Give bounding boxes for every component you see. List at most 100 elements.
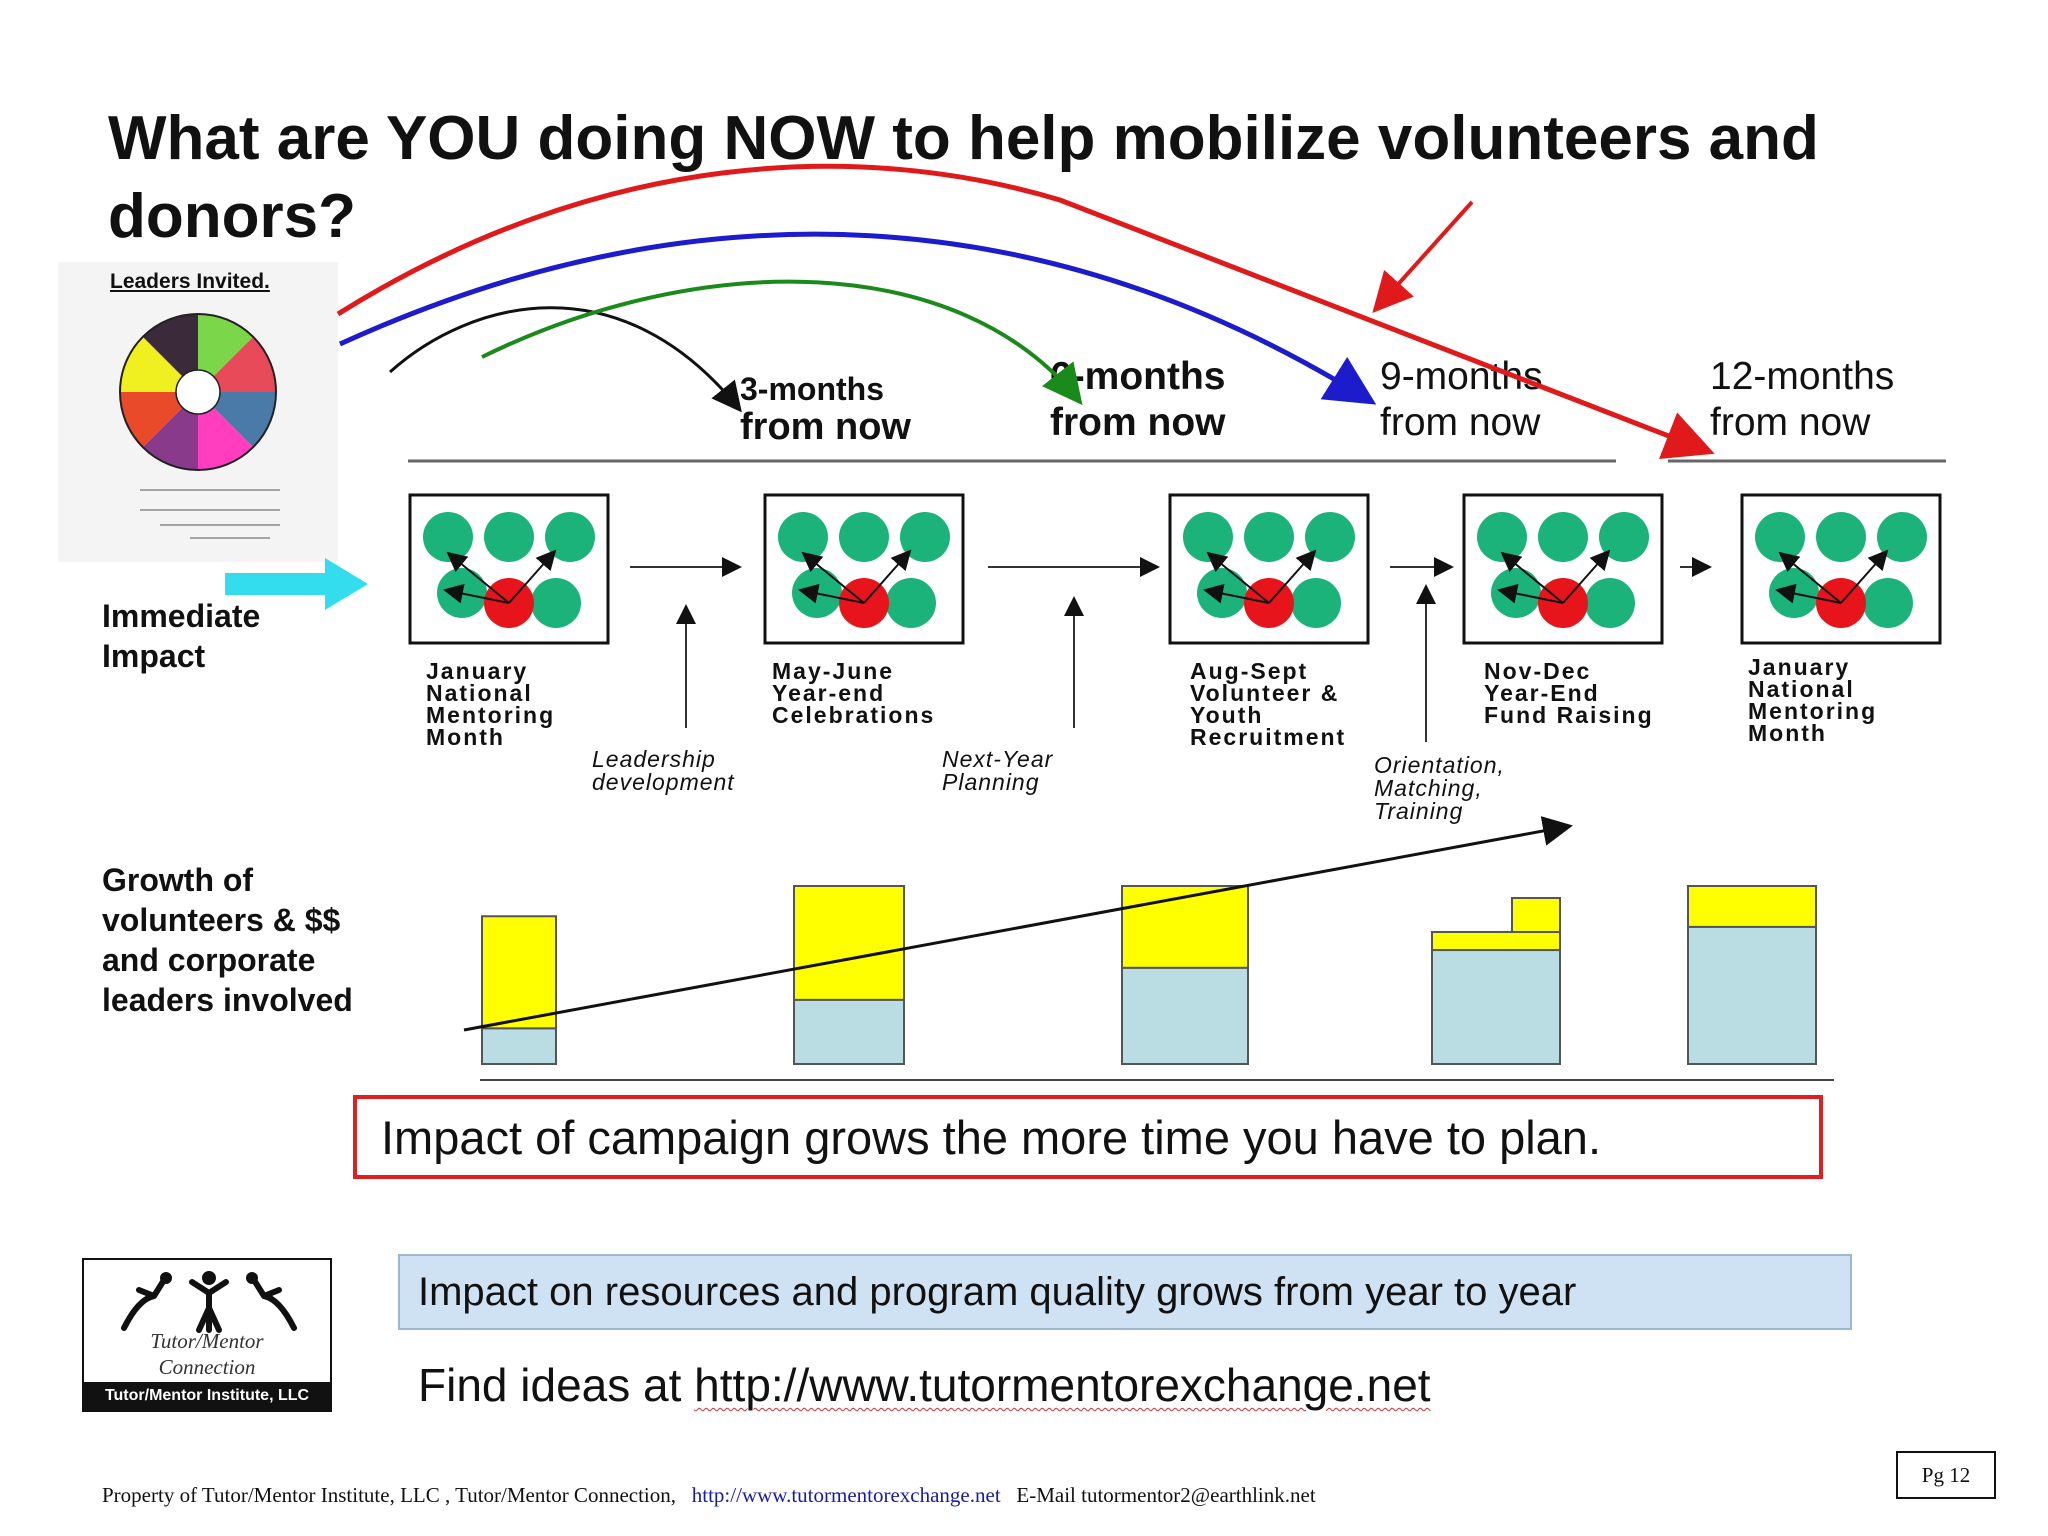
between-line: Matching, (1374, 775, 1483, 801)
node-link-arrow (1268, 549, 1317, 604)
event-line: January (1748, 654, 1851, 680)
node-circle (1477, 512, 1527, 562)
event-line: Fund Raising (1484, 702, 1654, 728)
event-label-january-next: January National Mentoring Month (1748, 654, 1877, 746)
node-circle (423, 512, 473, 562)
campaign-message: Impact of campaign grows the more time y… (353, 1095, 1823, 1179)
node-link-arrow (443, 583, 510, 604)
slide-title: What are YOU doing NOW to help mobilize … (108, 104, 1819, 251)
logo-line: Tutor/Mentor (150, 1329, 264, 1353)
growth-bar-blue (1121, 966, 1249, 1066)
page-number: Pg 12 (1896, 1451, 1996, 1499)
node-circle (484, 512, 534, 562)
event-box (408, 493, 610, 645)
resources-message: Impact on resources and program quality … (398, 1254, 1852, 1330)
find-ideas-line: Find ideas at http://www.tutormentorexch… (418, 1358, 1431, 1412)
event-line: January (426, 658, 529, 684)
node-circle (778, 512, 828, 562)
growth-bar-blue (1431, 949, 1561, 1066)
footer-email: E-Mail tutormentor2@earthlink.net (1016, 1483, 1316, 1507)
logo-text: Tutor/Mentor Connection (84, 1328, 330, 1380)
node-circle (1755, 512, 1805, 562)
event-label-january: January National Mentoring Month (426, 658, 556, 749)
node-link-arrow (1500, 551, 1564, 604)
node-link-arrow (1562, 549, 1611, 604)
event-label-nov-dec: Nov-Dec Year-End Fund Raising (1484, 658, 1654, 728)
node-circle (1585, 578, 1635, 628)
figures-logo-icon (121, 1271, 297, 1333)
node-link-arrow (798, 583, 865, 604)
growth-line: and corporate (102, 942, 316, 978)
node-link-arrow (1775, 583, 1842, 604)
between-line: Next-Year (942, 746, 1054, 772)
event-line: Month (1748, 720, 1827, 746)
event-line: Mentoring (426, 702, 556, 728)
logo-line: Connection (158, 1355, 256, 1379)
growth-bar-yellow (1121, 885, 1249, 969)
leaders-wheel-graphic (119, 313, 280, 539)
cyan-arrow-icon (225, 558, 368, 610)
between-line: development (592, 769, 735, 795)
immediate-impact-line: Impact (102, 638, 206, 674)
footer-text: Property of Tutor/Mentor Institute, LLC … (102, 1483, 677, 1507)
growth-bar-yellow (481, 915, 557, 1030)
header-line: from now (1050, 401, 1226, 444)
growth-bar-yellow (1431, 931, 1561, 952)
node-link-arrow (1206, 551, 1270, 604)
node-circle (886, 578, 936, 628)
find-ideas-link[interactable]: http://www.tutormentorexchange.net (694, 1359, 1431, 1411)
node-link-arrow (508, 549, 557, 604)
node-link-arrow (863, 549, 912, 604)
between-label-planning: Next-Year Planning (942, 748, 1053, 794)
between-line: Orientation, (1374, 752, 1505, 778)
node-circle (1538, 512, 1588, 562)
event-line: Celebrations (772, 702, 936, 728)
tutor-mentor-logo: Tutor/Mentor Connection Tutor/Mentor Ins… (82, 1258, 332, 1412)
diagonal-arrow-red (1372, 200, 1474, 313)
find-ideas-prefix: Find ideas at (418, 1359, 695, 1411)
node-circle (1183, 512, 1233, 562)
event-line: Year-End (1484, 680, 1600, 706)
curve-arrow-green (481, 279, 1083, 406)
event-box (1740, 493, 1942, 645)
immediate-impact-line: Immediate (102, 598, 261, 634)
growth-bar-blue (481, 1027, 557, 1066)
between-label-leadership: Leadership development (592, 748, 735, 794)
event-line: Nov-Dec (1484, 658, 1592, 684)
node-circle (1305, 512, 1355, 562)
growth-label: Growth of volunteers & $$ and corporate … (102, 860, 353, 1020)
footer: Property of Tutor/Mentor Institute, LLC … (102, 1483, 1316, 1508)
event-line: National (1748, 676, 1855, 702)
event-box (1168, 493, 1370, 645)
event-line: Volunteer & (1190, 680, 1340, 706)
growth-bar-yellow (1687, 885, 1817, 928)
curve-arrow-black (388, 306, 742, 413)
logo-footer: Tutor/Mentor Institute, LLC (84, 1382, 330, 1410)
immediate-impact-label: Immediate Impact (102, 596, 260, 676)
growth-bar-yellow-step (1511, 897, 1561, 933)
node-circle (1291, 578, 1341, 628)
event-line: Recruitment (1190, 724, 1347, 750)
header-line: from now (1380, 401, 1541, 444)
curve-arrow-red (336, 163, 1715, 460)
node-link-arrow (1778, 551, 1842, 604)
growth-line: leaders involved (102, 982, 353, 1018)
header-line: from now (1710, 401, 1871, 444)
footer-link[interactable]: http://www.tutormentorexchange.net (691, 1483, 1001, 1507)
node-circle (839, 512, 889, 562)
growth-bar-blue (793, 998, 905, 1065)
curve-arrow-blue (338, 231, 1377, 405)
event-box (763, 493, 965, 645)
growth-trend-arrow (463, 816, 1573, 1032)
node-circle (531, 578, 581, 628)
node-link-arrow (801, 551, 865, 604)
between-line: Planning (942, 769, 1040, 795)
node-circle (900, 512, 950, 562)
event-line: May-June (772, 658, 895, 684)
header-line: 3-months (740, 371, 884, 407)
timeline-header-9-months: 9-months from now (1380, 354, 1543, 446)
timeline-header-3-months: 3-months from now (740, 370, 911, 446)
event-line: Aug-Sept (1190, 658, 1309, 684)
growth-line: volunteers & $$ (102, 902, 341, 938)
